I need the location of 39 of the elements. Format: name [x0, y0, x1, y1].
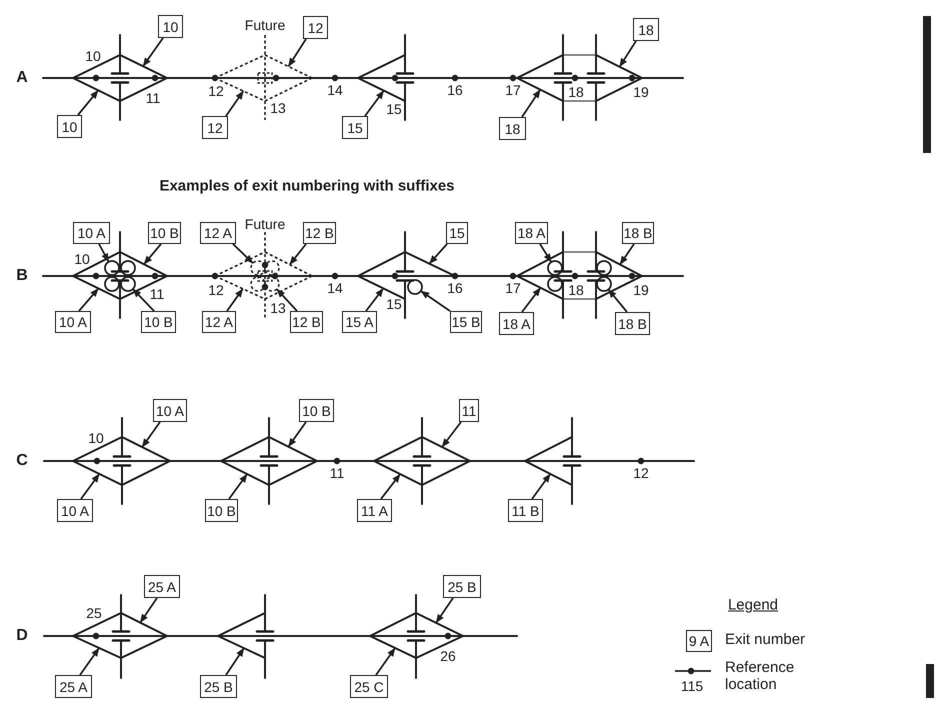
exit-number-box: 25 C — [350, 675, 388, 698]
row-letter: B — [16, 268, 28, 284]
future-note: Future — [244, 217, 286, 231]
exit-number-box: 25 B — [200, 675, 237, 698]
reference-number: 19 — [633, 283, 649, 297]
reference-number: 14 — [327, 83, 343, 97]
reference-number: 12 — [633, 466, 649, 480]
reference-number: 11 — [330, 466, 344, 480]
reference-number: 10 — [85, 49, 101, 63]
reference-number: 16 — [447, 281, 463, 295]
reference-number: 18 — [568, 85, 584, 99]
legend-label: Reference location — [725, 660, 796, 693]
reference-number: 10 — [88, 431, 104, 445]
reference-number: 16 — [447, 83, 463, 97]
reference-number: 13 — [270, 101, 286, 115]
reference-number: 11 — [150, 287, 164, 301]
exit-number-box: 10 — [158, 15, 183, 38]
future-note: Future — [244, 18, 286, 32]
reference-number: 13 — [270, 301, 286, 315]
exit-number-box: 25 A — [55, 675, 92, 698]
legend-label: Exit number — [725, 632, 806, 648]
reference-number: 12 — [208, 283, 224, 297]
reference-number: 15 — [386, 102, 402, 116]
exit-number-box: 12 — [303, 16, 328, 39]
reference-number: 12 — [208, 84, 224, 98]
reference-number: 18 — [568, 283, 584, 297]
row-letter: A — [16, 70, 28, 86]
row-letter: D — [16, 628, 28, 644]
section-heading: Examples of exit numbering with suffixes — [159, 178, 455, 194]
reference-number: 11 — [146, 91, 160, 105]
reference-number: 26 — [440, 649, 456, 663]
reference-number: 14 — [327, 281, 343, 295]
reference-number: 15 — [386, 297, 402, 311]
legend-title: Legend — [728, 598, 778, 612]
reference-number: 115 — [680, 679, 704, 693]
reference-number: 25 — [86, 606, 102, 620]
reference-number: 10 — [74, 252, 90, 266]
reference-number: 19 — [633, 85, 649, 99]
row-letter: C — [16, 453, 28, 469]
